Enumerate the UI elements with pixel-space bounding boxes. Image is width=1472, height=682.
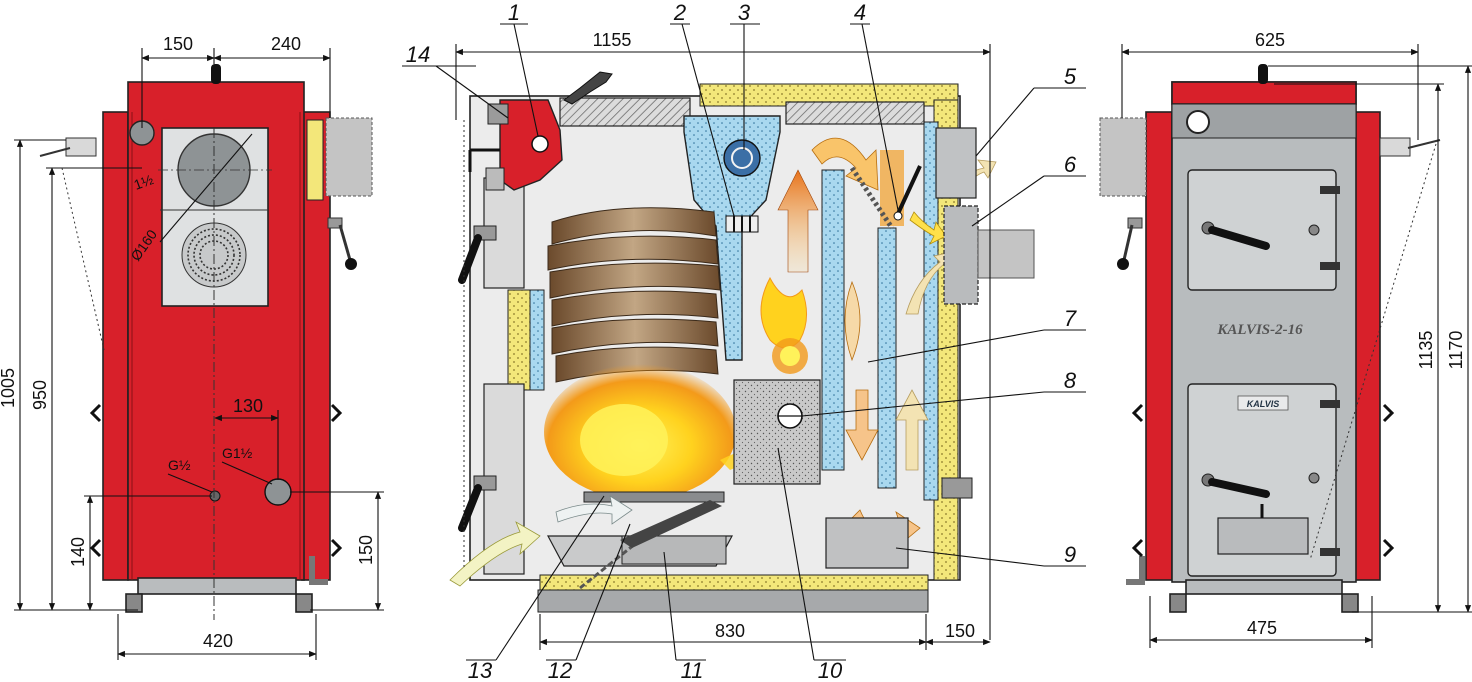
water-jacket-middle <box>821 169 845 471</box>
dim-front-475: 475 <box>1247 618 1277 638</box>
door-badge: KALVIS <box>1247 399 1280 409</box>
secondary-combustion-chamber <box>733 379 821 485</box>
dim-rear-140: 140 <box>68 537 88 567</box>
rear-left-side-panel <box>102 111 129 581</box>
callout-14: 14 <box>406 42 430 67</box>
lower-door-handle-front-icon[interactable] <box>1201 473 1270 498</box>
dim-rear-1005: 1005 <box>0 368 18 408</box>
coil-icon <box>723 139 761 177</box>
dim-section-150: 150 <box>945 621 975 641</box>
flue-outlet-section <box>935 127 977 199</box>
dim-rear-130: 130 <box>233 396 263 416</box>
ash-door-flap[interactable] <box>1217 517 1309 555</box>
callout-6: 6 <box>1064 152 1077 177</box>
callout-3: 3 <box>738 0 751 25</box>
label-pipe-g-one-half: G1½ <box>222 445 253 461</box>
sensor-icon <box>725 215 759 233</box>
callout-11: 11 <box>681 658 704 682</box>
grate-lever <box>620 500 722 548</box>
front-right-side-panel <box>1353 111 1381 581</box>
upper-door-handle-front-icon[interactable] <box>1201 221 1270 250</box>
grate <box>583 491 725 503</box>
top-knob-icon <box>211 64 221 84</box>
rear-side-insulation <box>306 119 324 201</box>
callout-9: 9 <box>1064 542 1076 567</box>
section-base <box>537 589 929 613</box>
brand-name: KALVIS-2-16 <box>1216 322 1303 338</box>
front-top-knob-icon <box>1258 64 1268 84</box>
front-upper-door[interactable] <box>1187 169 1337 291</box>
callout-2: 2 <box>673 0 686 25</box>
dim-rear-top-150: 150 <box>163 34 193 54</box>
callout-12: 12 <box>548 658 572 682</box>
dim-rear-thread: 1½ <box>132 171 156 193</box>
dim-section-1155: 1155 <box>593 30 632 50</box>
top-cover-left <box>559 97 691 127</box>
heat-exchanger-funnel <box>683 115 781 361</box>
front-side-lever-icon <box>1117 217 1143 270</box>
front-side-fan-unit <box>1099 117 1147 197</box>
callout-5: 5 <box>1064 64 1077 89</box>
dim-rear-950: 950 <box>30 380 50 410</box>
water-jacket-left <box>529 289 545 391</box>
down-flow-arrow-icon <box>845 389 879 461</box>
damper-flap <box>894 165 922 219</box>
callout-7: 7 <box>1064 306 1077 331</box>
water-jacket-right <box>923 121 939 501</box>
label-pipe-g-half: G½ <box>168 457 191 473</box>
dim-section-830: 830 <box>715 621 745 641</box>
fan-motor <box>977 229 1035 279</box>
front-base <box>1185 579 1343 595</box>
rear-thermostat-left-icon <box>39 137 97 157</box>
lower-door-handle-icon <box>458 475 497 532</box>
dim-rear-420: 420 <box>203 631 233 651</box>
rear-lever-right-icon <box>327 217 357 270</box>
callout-13: 13 <box>468 658 493 682</box>
rear-view: 150 240 1½ Ø160 1005 950 130 G½ G1½ 140 … <box>0 34 384 660</box>
regulator-lever <box>563 71 613 105</box>
hot-gas-arrow-icon <box>777 169 819 273</box>
lower-fitting <box>941 477 973 499</box>
callout-10: 10 <box>818 658 843 682</box>
gas-flow-arrow-icon <box>811 137 879 191</box>
dim-front-1170: 1170 <box>1446 331 1466 370</box>
callout-4: 4 <box>854 0 866 25</box>
dim-front-625: 625 <box>1255 30 1285 50</box>
insulation-bottom <box>539 574 929 592</box>
front-view: KALVIS-2-16 KALVIS <box>1099 30 1472 648</box>
front-thermostat-right-icon <box>1379 137 1441 157</box>
callout-1: 1 <box>508 0 520 25</box>
regulator-valve-icon <box>531 135 549 153</box>
section-view: 1155 830 150 14 1 2 3 4 5 6 7 8 9 <box>402 0 1086 682</box>
front-left-side-panel <box>1145 111 1173 581</box>
thermometer-icon <box>1186 110 1210 134</box>
dim-rear-top-240: 240 <box>271 34 301 54</box>
callout-8: 8 <box>1064 368 1077 393</box>
top-cover-right <box>785 101 925 125</box>
upper-door-handle-icon <box>458 225 497 284</box>
ash-box-rear <box>825 517 909 569</box>
up-flow-arrow-icon <box>895 389 929 471</box>
front-top-cover <box>1171 81 1357 105</box>
dim-front-1135: 1135 <box>1416 331 1436 370</box>
dim-rear-150: 150 <box>356 535 376 565</box>
insulation-left <box>507 289 531 391</box>
rear-base <box>137 577 297 595</box>
rear-side-fan-unit <box>325 117 373 197</box>
fan-section <box>943 205 979 305</box>
primary-air-arrow-icon <box>449 521 541 587</box>
